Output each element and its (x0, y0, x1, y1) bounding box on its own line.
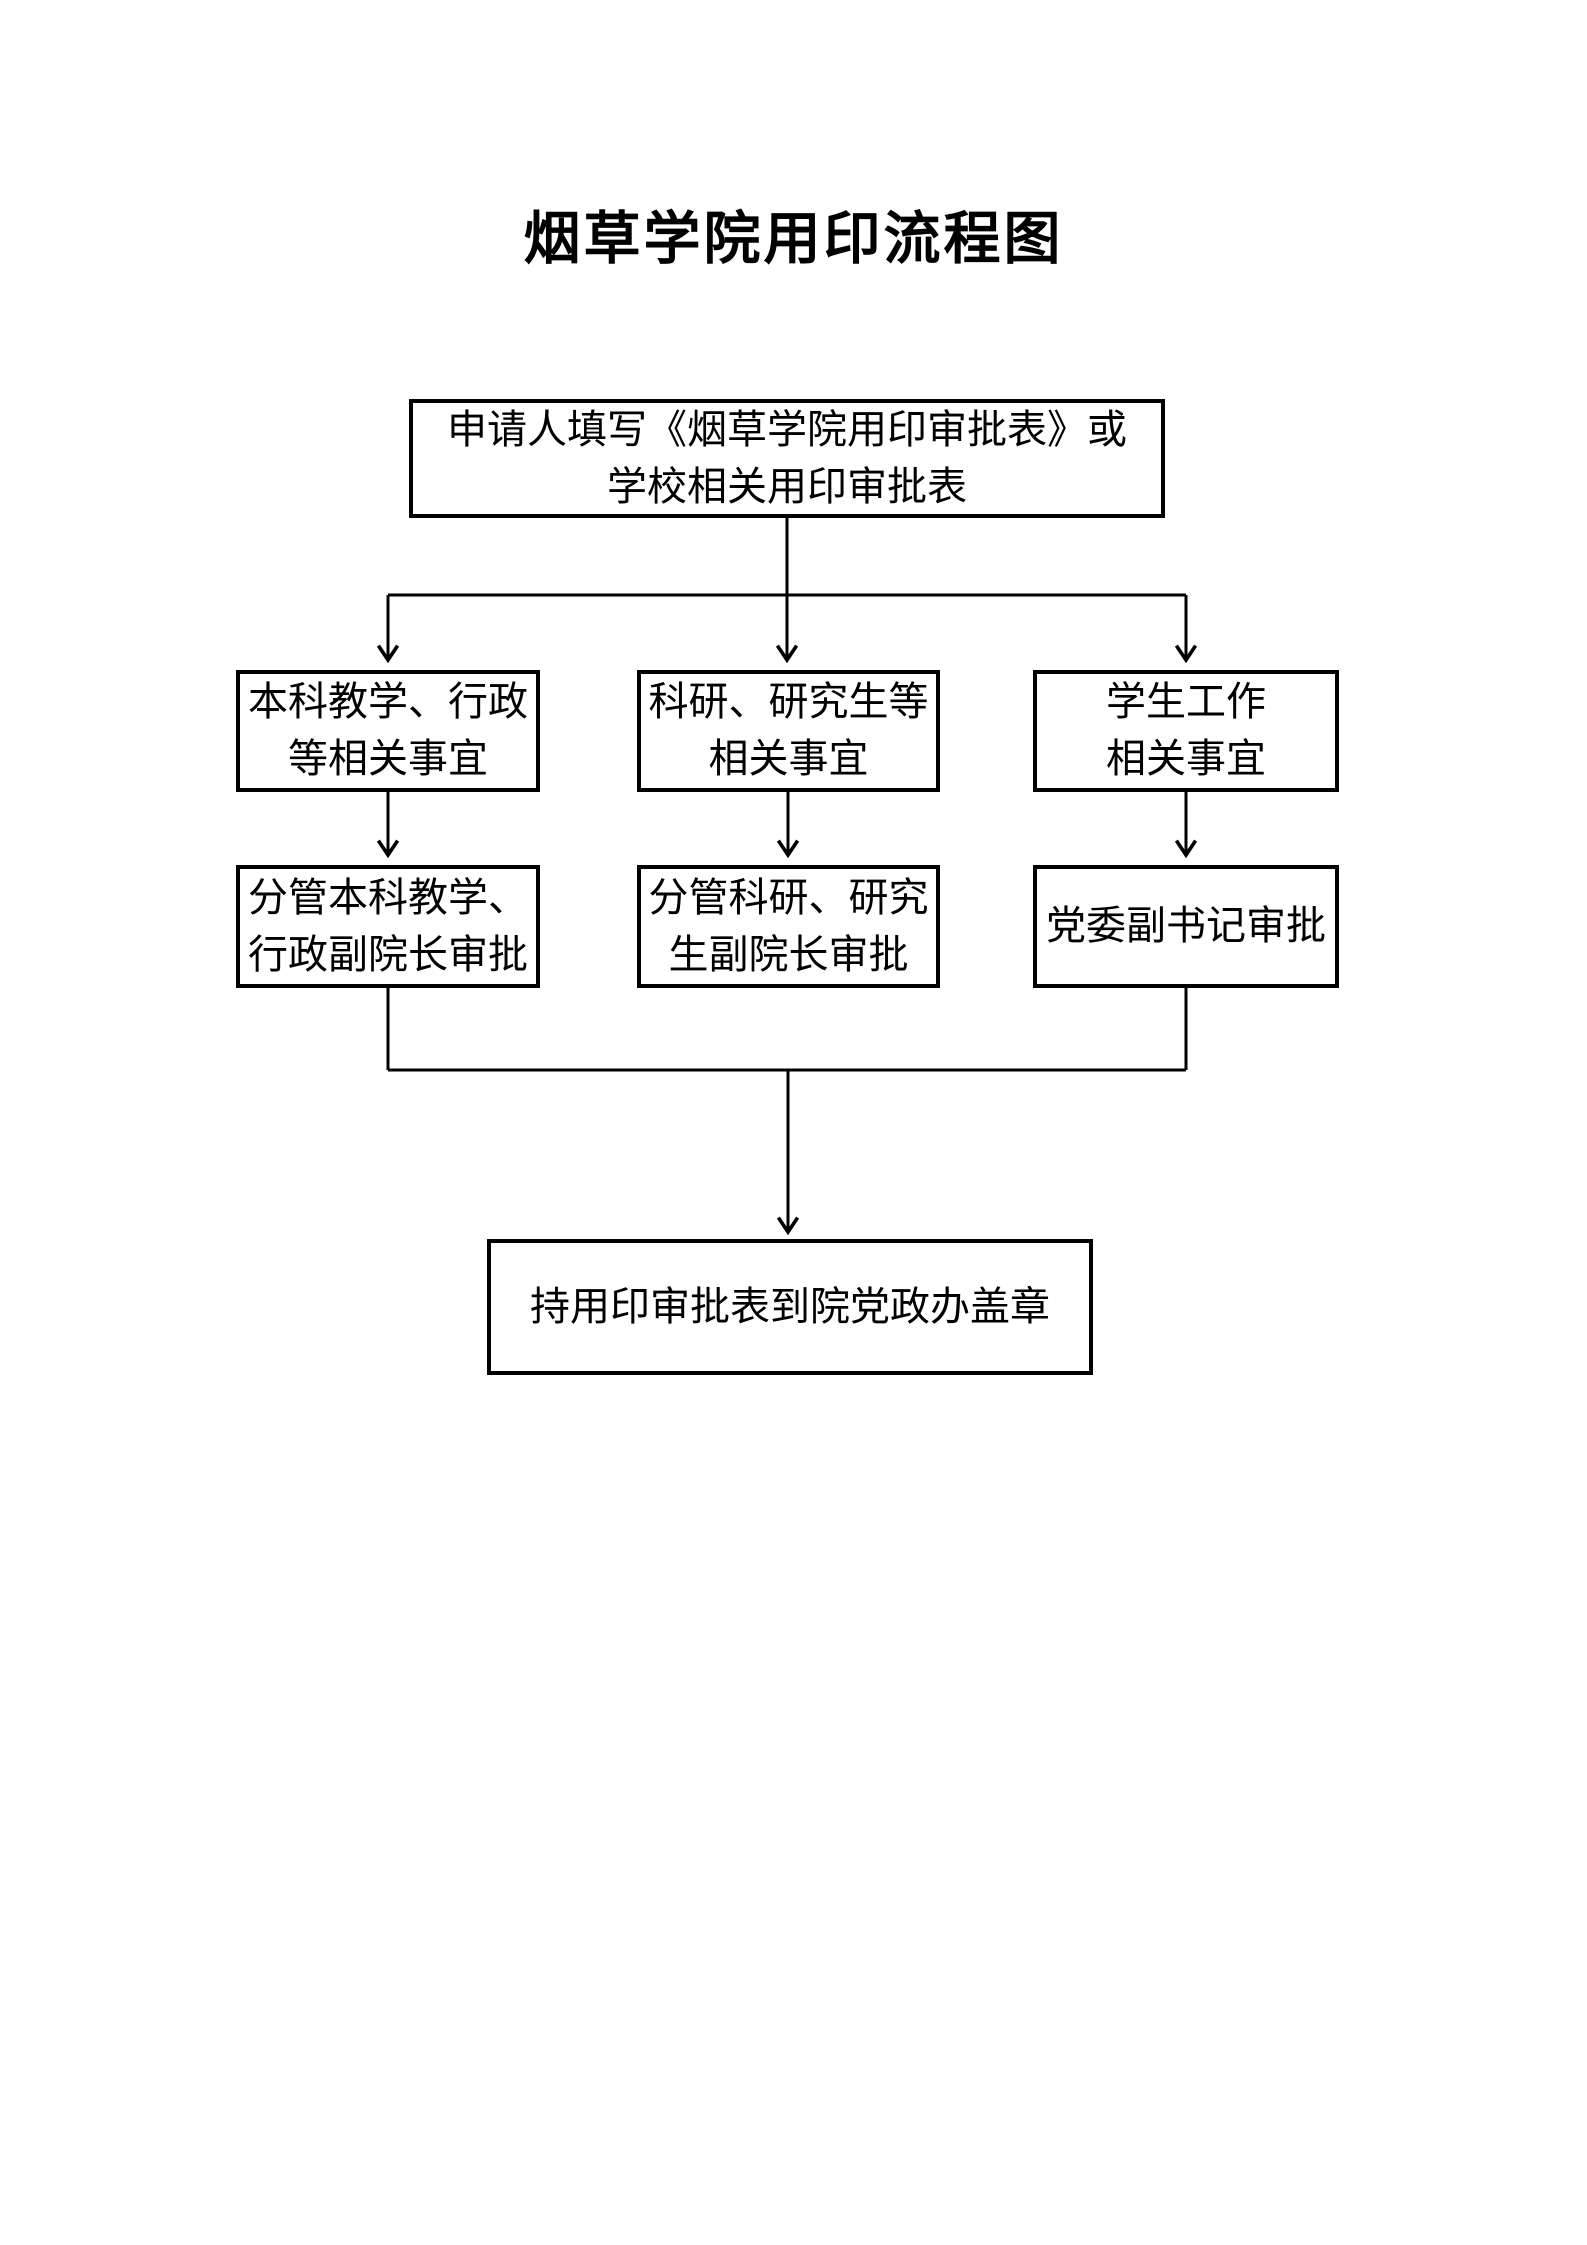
flow-node-stamp-at-party-admin-office: 持用印审批表到院党政办盖章 (487, 1239, 1093, 1375)
flow-node-vice-dean-research-approval: 分管科研、研究 生副院长审批 (637, 865, 940, 988)
flow-node-deputy-party-secretary-approval: 党委副书记审批 (1033, 865, 1339, 988)
flow-node-apply-form: 申请人填写《烟草学院用印审批表》或 学校相关用印审批表 (409, 399, 1165, 518)
flow-node-vice-dean-teaching-approval: 分管本科教学、 行政副院长审批 (236, 865, 540, 988)
flow-node-student-affairs-matters: 学生工作 相关事宜 (1033, 670, 1339, 792)
page-title: 烟草学院用印流程图 (523, 207, 1064, 271)
flow-node-undergrad-admin-matters: 本科教学、行政 等相关事宜 (236, 670, 540, 792)
flow-node-research-graduate-matters: 科研、研究生等 相关事宜 (637, 670, 940, 792)
